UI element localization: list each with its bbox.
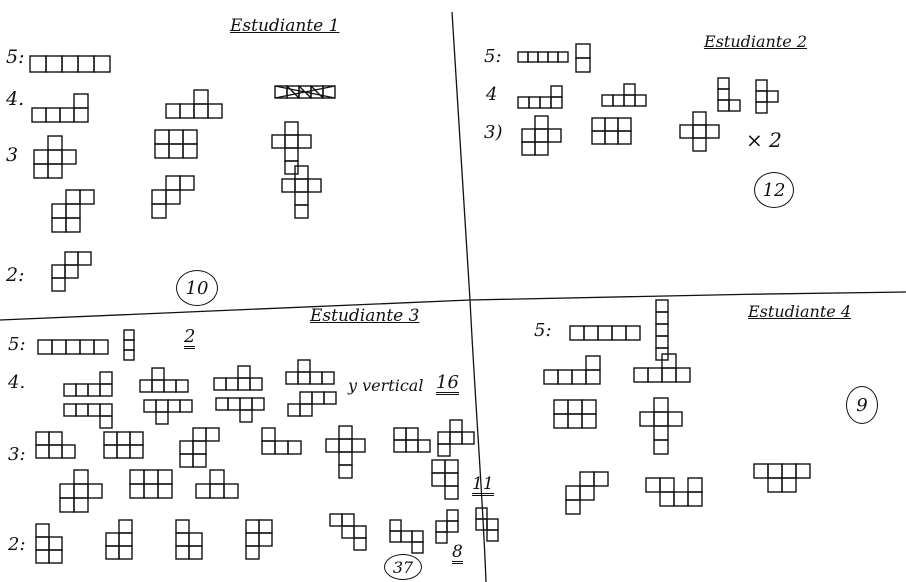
section-3-shape	[36, 524, 62, 563]
section-3-count-five: 2	[184, 328, 195, 349]
section-4-shape	[634, 354, 690, 382]
section-3-shape	[36, 432, 75, 458]
section-1-score: 10	[176, 270, 218, 306]
section-1-label-2: 2:	[6, 266, 25, 285]
section-3-shape	[176, 520, 202, 559]
section-3-vertical-note: y vertical	[348, 378, 423, 394]
section-3-shape	[330, 514, 366, 550]
section-3-shape	[262, 428, 301, 454]
section-3-shape	[196, 470, 238, 498]
crossed-out-mark	[275, 86, 335, 98]
section-3-shape	[432, 460, 458, 499]
section-3-shape	[216, 398, 264, 422]
section-4-shape	[754, 464, 810, 492]
section-3-shape	[394, 428, 430, 452]
section-3-title: Estudiante 3	[310, 308, 419, 325]
section-4-shape	[640, 398, 682, 454]
section-2-title: Estudiante 2	[704, 34, 807, 50]
section-2-shape	[518, 86, 562, 108]
section-1-shape	[52, 252, 91, 291]
section-3-shape	[104, 432, 143, 458]
section-2-shape	[680, 112, 719, 151]
section-1-label-5: 5:	[6, 48, 25, 67]
section-2-shape	[518, 52, 568, 62]
section-2-shape	[602, 84, 646, 106]
section-3-shape	[390, 520, 423, 553]
section-4-label-5: 5:	[534, 322, 552, 340]
section-1-shape	[155, 130, 197, 158]
section-4-shape	[656, 300, 668, 360]
section-2-shape	[592, 118, 631, 144]
section-3-label-5: 5:	[8, 336, 26, 354]
section-3-shape	[246, 520, 272, 559]
section-3-shape	[64, 404, 112, 428]
section-3-shape	[140, 368, 188, 392]
section-3-shape	[180, 428, 219, 467]
section-3-shape	[438, 420, 474, 456]
section-3-count-four: 16	[436, 374, 459, 395]
section-1-title: Estudiante 1	[230, 18, 339, 35]
section-3-shape	[130, 470, 172, 498]
section-4-shape	[570, 326, 640, 340]
section-4-shape	[566, 472, 608, 514]
section-3-shape	[106, 520, 132, 559]
section-1-shape	[166, 90, 222, 118]
section-4-shape	[544, 356, 600, 384]
section-3-count-two: 8	[452, 544, 463, 564]
section-4-shape	[554, 400, 596, 428]
section-2-shape	[718, 78, 740, 111]
section-1-shape	[52, 190, 94, 232]
section-3-shape	[214, 366, 262, 390]
section-3-shape	[38, 340, 108, 354]
section-2-shape	[756, 80, 778, 113]
section-2-shape	[522, 116, 561, 155]
section-1-shape	[30, 56, 110, 72]
section-2-label-3: 3)	[484, 124, 502, 142]
section-3-label-4: 4.	[8, 374, 25, 392]
section-3-shape	[288, 392, 336, 416]
section-4-score: 9	[846, 386, 878, 424]
section-3-shape	[476, 508, 498, 541]
section-1-label-4: 4.	[6, 90, 24, 109]
section-3-score: 37	[384, 554, 422, 580]
section-2-label-4: 4	[486, 86, 497, 104]
section-3-label-3: 3:	[8, 446, 26, 464]
section-3-label-2: 2:	[8, 536, 26, 554]
section-2-note: × 2	[746, 130, 782, 150]
section-3-shape	[144, 400, 192, 424]
section-3-shape	[64, 372, 112, 396]
section-3-shape	[286, 360, 334, 384]
section-4-title: Estudiante 4	[748, 304, 851, 320]
section-3-shape	[124, 330, 134, 360]
section-1-label-3: 3	[6, 146, 18, 165]
section-3-shape	[60, 470, 102, 512]
section-1-shape	[32, 94, 88, 122]
section-1-shape	[152, 176, 194, 218]
section-2-label-5: 5:	[484, 48, 502, 66]
section-2-score: 12	[754, 172, 794, 208]
section-3-shape	[326, 426, 365, 478]
section-4-shape	[646, 478, 702, 506]
section-3-count-three: 11	[472, 476, 494, 496]
section-3-shape	[436, 510, 458, 543]
section-2-shape	[576, 44, 590, 72]
section-1-shape	[34, 136, 76, 178]
